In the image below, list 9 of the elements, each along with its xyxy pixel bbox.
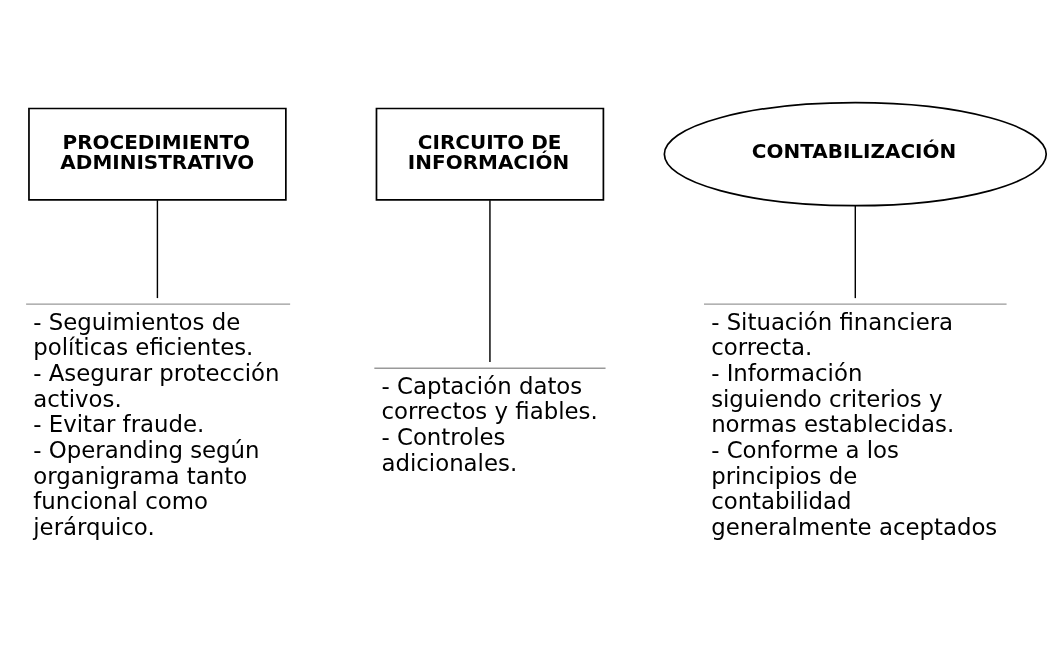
connector bbox=[156, 198, 159, 299]
node-text: - Seguimientos de políticas eficientes. - Asegurar protección activos. - Evitar fraude. - Operanding según organigrama tanto funcional como jerárquico. bbox=[33, 308, 280, 540]
node-text: - Captación datos correctos y fiables. - Controles adicionales. bbox=[381, 372, 598, 476]
node-box: PROCEDIMIENTO ADMINISTRATIVO bbox=[28, 107, 287, 201]
node-box: CIRCUITO DE INFORMACIÓN bbox=[375, 107, 605, 201]
connector bbox=[854, 204, 856, 299]
node-text: - Situación financiera correcta. - Información siguiendo criterios y normas establecidas. - Conforme a los principios de contabilidad generalmente aceptados bbox=[711, 308, 998, 540]
connector bbox=[489, 198, 491, 363]
node-ellipse: CONTABILIZACIÓN bbox=[663, 101, 1048, 207]
